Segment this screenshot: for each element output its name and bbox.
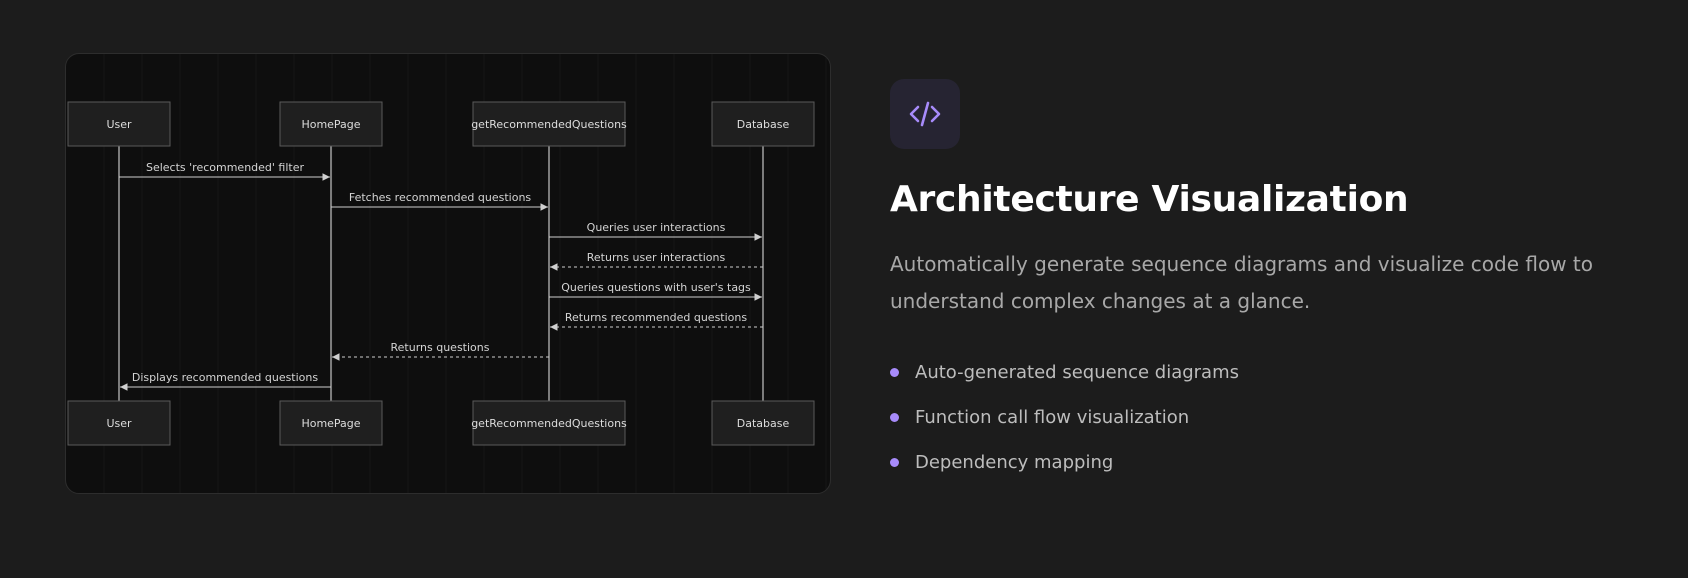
participant-box — [711, 101, 815, 147]
participant-box — [67, 400, 171, 446]
participant-label-top: User — [106, 118, 132, 131]
feature-list-item: Function call flow visualization — [890, 395, 1239, 440]
message-label: Returns recommended questions — [565, 311, 747, 324]
message-label: Selects 'recommended' filter — [146, 161, 305, 174]
participant-box — [711, 400, 815, 446]
participant-label-top: Database — [737, 118, 790, 131]
participant-label-top: HomePage — [301, 118, 360, 131]
feature-list-item: Dependency mapping — [890, 440, 1239, 485]
message-label: Queries questions with user's tags — [561, 281, 751, 294]
bullet-dot — [890, 413, 899, 422]
participant-box — [279, 101, 383, 147]
participant-box — [279, 400, 383, 446]
participant-label-top: getRecommendedQuestions — [471, 118, 627, 131]
message-label: Queries user interactions — [587, 221, 726, 234]
feature-list: Auto-generated sequence diagrams Functio… — [890, 350, 1239, 485]
feature-list-item-label: Auto-generated sequence diagrams — [915, 362, 1239, 383]
feature-icon-box — [890, 79, 960, 149]
message-label: Returns user interactions — [587, 251, 726, 264]
participant-box — [472, 101, 626, 147]
bullet-dot — [890, 458, 899, 467]
message-label: Returns questions — [391, 341, 490, 354]
code-icon — [909, 101, 941, 127]
message-label: Displays recommended questions — [132, 371, 319, 384]
participant-label-bottom: HomePage — [301, 417, 360, 430]
participant-label-bottom: getRecommendedQuestions — [471, 417, 627, 430]
participant-label-bottom: Database — [737, 417, 790, 430]
message-label: Fetches recommended questions — [349, 191, 532, 204]
feature-list-item-label: Dependency mapping — [915, 452, 1114, 473]
feature-list-item: Auto-generated sequence diagrams — [890, 350, 1239, 395]
participant-label-bottom: User — [106, 417, 132, 430]
feature-title: Architecture Visualization — [890, 179, 1409, 220]
participant-box — [472, 400, 626, 446]
feature-list-item-label: Function call flow visualization — [915, 407, 1190, 428]
feature-description: Automatically generate sequence diagrams… — [890, 252, 1593, 313]
bullet-dot — [890, 368, 899, 377]
participant-box — [67, 101, 171, 147]
